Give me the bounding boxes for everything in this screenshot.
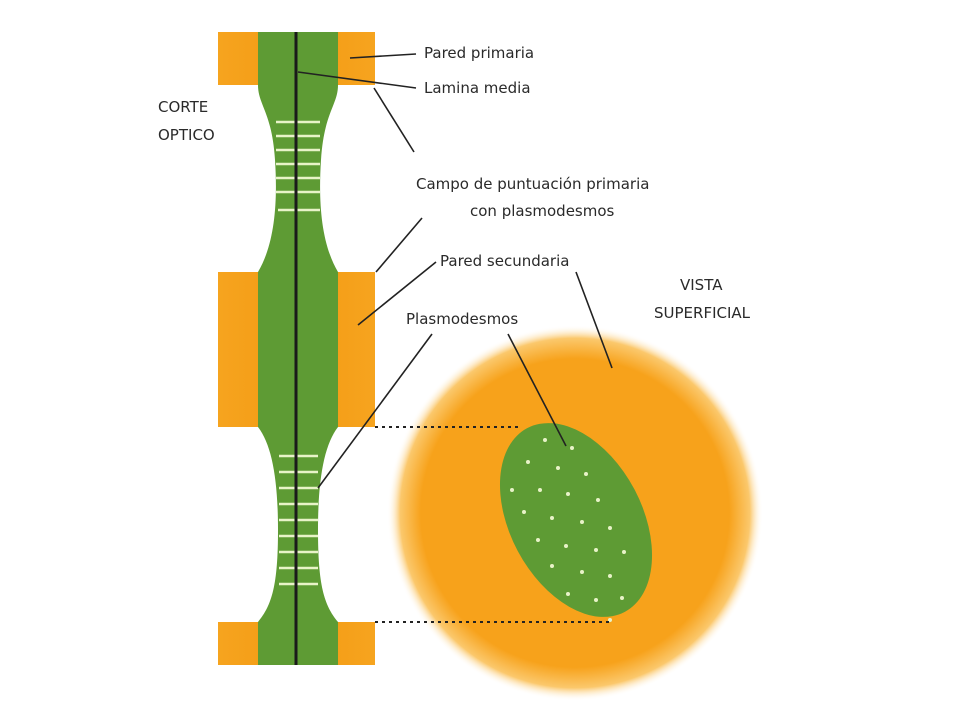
label-pared-secundaria: Pared secundaria [440, 252, 569, 270]
label-corte-optico-2: OPTICO [158, 126, 215, 144]
primary-wall [258, 32, 338, 665]
label-plasmodesmos: Plasmodesmos [406, 310, 518, 328]
optical-section [218, 32, 375, 665]
leader-campo-lower [375, 217, 423, 273]
correspondence-lines [375, 426, 612, 623]
plasmodesmata-lower [279, 454, 318, 586]
leader-plasmodesmos-surface [507, 333, 567, 447]
label-vista-1: VISTA [680, 276, 723, 294]
surface-view [387, 325, 763, 701]
leader-lamina-media [297, 71, 417, 89]
label-campo-2: con plasmodesmos [470, 202, 615, 220]
label-lamina-media: Lamina media [424, 79, 531, 97]
leader-campo [373, 87, 415, 153]
leader-pared-secundaria [357, 261, 437, 326]
label-campo-1: Campo de puntuación primaria [416, 175, 649, 193]
labels: CORTE OPTICO Pared primaria Lamina media… [158, 44, 751, 328]
label-corte-optico-1: CORTE [158, 98, 208, 116]
label-vista-2: SUPERFICIAL [654, 304, 751, 322]
leader-pared-primaria [349, 53, 417, 59]
leader-vista [575, 271, 613, 369]
plasmodesmata-upper [276, 120, 320, 212]
pit-field-plasmodesmata [510, 438, 626, 622]
leader-lines [297, 53, 613, 489]
primary-pit-field [499, 423, 653, 617]
leader-plasmodesmos-section [317, 333, 433, 489]
label-pared-primaria: Pared primaria [424, 44, 534, 62]
